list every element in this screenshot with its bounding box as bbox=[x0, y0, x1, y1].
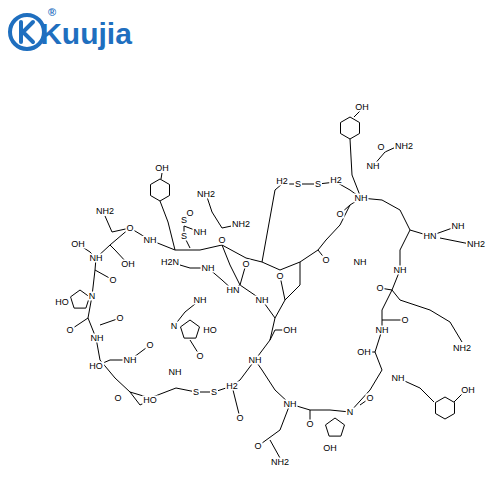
atom-label: NH2 bbox=[394, 142, 414, 151]
atom-label: H2 bbox=[275, 177, 289, 186]
atom-label: H2N bbox=[160, 258, 180, 267]
atom-label: O bbox=[113, 394, 122, 403]
logo-text: Kuujia bbox=[40, 19, 132, 49]
atom-label: NH2 bbox=[452, 344, 472, 353]
atom-label: S bbox=[314, 180, 322, 189]
atom-label: OH bbox=[120, 260, 136, 269]
logo-k bbox=[21, 22, 33, 42]
atom-label: O bbox=[375, 284, 384, 293]
tyrosine-ring bbox=[341, 117, 360, 139]
atom-label: O bbox=[275, 272, 284, 281]
registered-mark: ® bbox=[48, 7, 56, 18]
atom-label: NH bbox=[391, 374, 406, 383]
atom-label: H2 bbox=[225, 382, 239, 391]
atom-label: NH bbox=[90, 334, 105, 343]
atom-label: NH bbox=[375, 326, 390, 335]
atom-label: O bbox=[305, 420, 314, 429]
atom-label: OH bbox=[154, 164, 170, 173]
atom-label: O bbox=[65, 326, 74, 335]
side-chain bbox=[350, 139, 361, 198]
atom-label: N bbox=[170, 322, 179, 331]
side-chain bbox=[270, 440, 280, 458]
atom-label: NH bbox=[193, 228, 208, 237]
atom-label: NH2 bbox=[466, 240, 486, 249]
atom-label: OH bbox=[460, 386, 476, 395]
atom-label: O bbox=[125, 224, 134, 233]
atom-label: HN bbox=[423, 232, 438, 241]
atom-label: OH bbox=[70, 240, 86, 249]
atom-label: NH2 bbox=[95, 207, 115, 216]
disulfide-bridge bbox=[262, 182, 361, 262]
side-chain bbox=[354, 111, 360, 117]
atom-label: NH bbox=[393, 266, 408, 275]
hydroxyproline-ring bbox=[326, 418, 345, 436]
atom-label: NH bbox=[451, 222, 466, 231]
tyrosine-ring bbox=[151, 179, 170, 201]
atom-label: S bbox=[180, 216, 188, 225]
bond-lines bbox=[70, 111, 470, 458]
macrocycle-left bbox=[88, 228, 300, 398]
atom-label: S bbox=[180, 232, 188, 241]
atom-label: NH bbox=[255, 296, 270, 305]
atom-label: NH bbox=[366, 162, 381, 171]
atom-label: OH bbox=[356, 348, 372, 357]
atom-label: NH2 bbox=[196, 190, 216, 199]
atom-label: NH bbox=[143, 236, 158, 245]
side-chain bbox=[96, 345, 150, 366]
atom-label: O bbox=[335, 210, 344, 219]
atom-label: OH bbox=[322, 444, 338, 453]
atom-label: HO bbox=[88, 362, 104, 371]
macrocycle-inner bbox=[222, 245, 275, 318]
atom-label: S bbox=[192, 388, 200, 397]
atom-label: O bbox=[195, 352, 204, 361]
hydroxyproline-ring bbox=[181, 320, 200, 338]
atom-label: O bbox=[108, 276, 117, 285]
atom-label: NH bbox=[354, 194, 369, 203]
side-chain bbox=[161, 173, 162, 179]
atom-label: NH bbox=[168, 368, 183, 377]
atom-label: NH2 bbox=[270, 458, 290, 467]
atom-label: OH bbox=[282, 326, 298, 335]
atom-label: NH bbox=[123, 356, 138, 365]
atom-label: H2 bbox=[329, 176, 343, 185]
logo-ring bbox=[10, 15, 44, 49]
atom-label: NH bbox=[201, 264, 216, 273]
atom-label: HO bbox=[54, 298, 70, 307]
macrocycle-right bbox=[255, 198, 410, 412]
atom-label: O bbox=[241, 260, 250, 269]
atom-label: O bbox=[400, 316, 409, 325]
atom-label: OH bbox=[354, 103, 370, 112]
atom-label: S bbox=[210, 388, 218, 397]
atom-label: HN bbox=[226, 286, 241, 295]
atom-label: N bbox=[88, 292, 97, 301]
atom-label: O bbox=[145, 341, 154, 350]
atom-label: O bbox=[365, 394, 374, 403]
atom-label: O bbox=[376, 143, 385, 152]
atom-label: HO bbox=[202, 326, 218, 335]
atom-label: O bbox=[321, 256, 330, 265]
side-chain bbox=[454, 394, 462, 402]
atom-label: O bbox=[217, 236, 226, 245]
logo-icon bbox=[10, 15, 44, 49]
atom-label: O bbox=[235, 414, 244, 423]
atom-label: NH2 bbox=[231, 220, 251, 229]
tyrosine-ring bbox=[436, 397, 455, 419]
atom-label: O bbox=[253, 442, 262, 451]
atom-label: NH bbox=[248, 356, 263, 365]
atom-label: NH bbox=[353, 258, 368, 267]
atom-label: HO bbox=[142, 396, 158, 405]
atom-label: S bbox=[294, 180, 302, 189]
side-chain bbox=[392, 290, 462, 342]
atom-label: NH bbox=[89, 254, 104, 263]
atom-label: N bbox=[346, 408, 355, 417]
atom-label: O bbox=[115, 314, 124, 323]
side-chain bbox=[258, 404, 290, 446]
hydroxyproline-ring bbox=[71, 290, 90, 308]
side-chain bbox=[160, 201, 175, 250]
atom-label: NH bbox=[283, 400, 298, 409]
atom-label: NH bbox=[193, 296, 208, 305]
